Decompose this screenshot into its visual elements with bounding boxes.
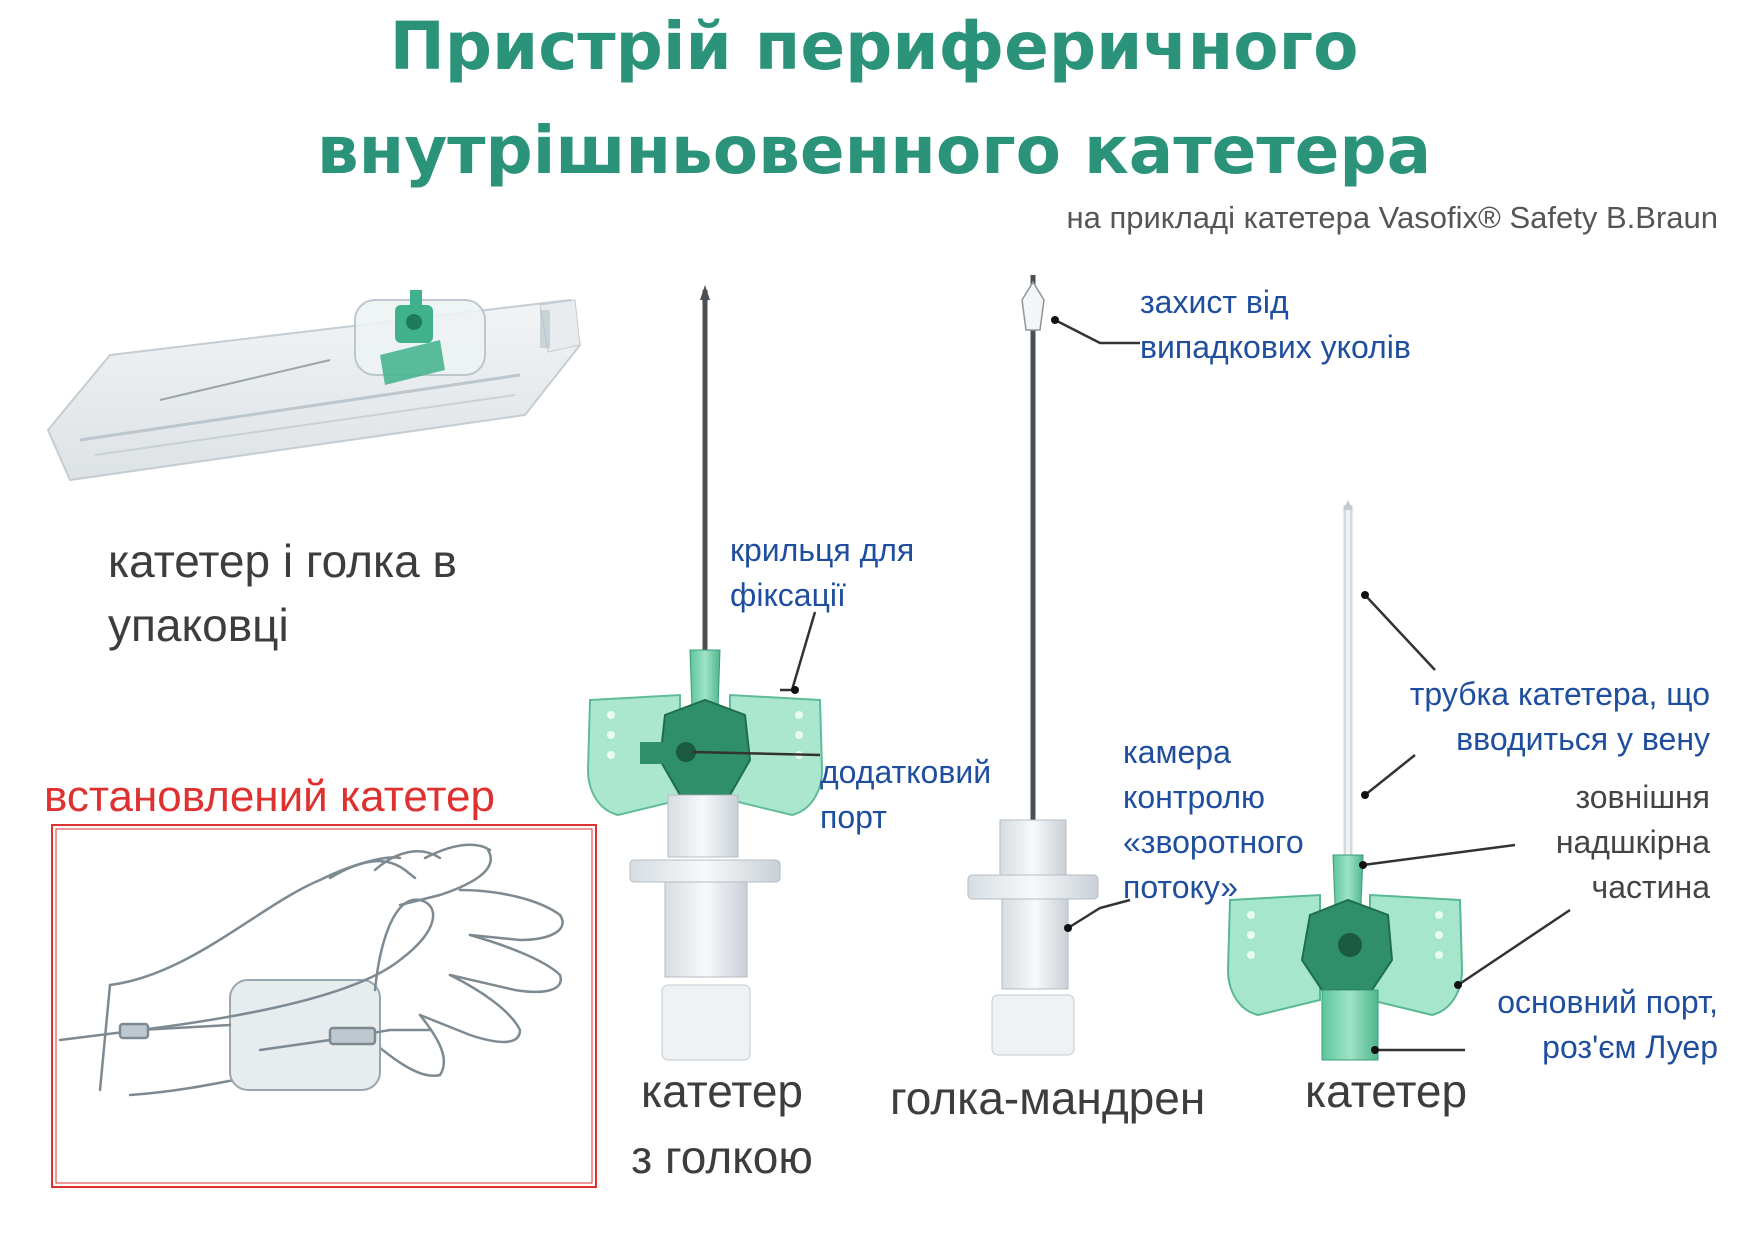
needle-guard-label: захист від випадкових уколів [1140,280,1411,370]
wings-label-line-1: крильця для [730,532,915,568]
page-subtitle: на прикладі катетера Vasofix® Safety B.B… [1066,200,1718,235]
extra-port-label-line-1: додатковий [820,754,992,790]
catheter-caption: катетер [1305,1065,1468,1117]
leader-lines [691,318,1571,1052]
installed-catheter-label: встановлений катетер [44,772,495,821]
extra-port-label-line-2: порт [820,799,887,835]
flashback-chamber-label: камера контролю «зворотного потоку» [1123,730,1304,910]
flashback-label-line-1: камера [1123,734,1231,770]
external-label-line-1: зовнішня [1575,779,1710,815]
tube-label-line-1: трубка катетера, що [1409,676,1710,712]
main-port-label-line-2: роз'єм Луер [1542,1029,1718,1065]
package-label: катетер і голка в упаковці [108,538,457,648]
page-title-line-1: Пристрій периферичного [389,8,1359,85]
catheter-with-needle-caption: катетер з голкою [612,1068,832,1180]
catheter-package-illustration [46,290,582,482]
catheter-with-needle-caption-line-1: катетер [640,1065,804,1117]
package-label-line-2: упаковці [108,599,289,651]
page-title-line-2: внутрішньовенного катетера [316,112,1432,189]
tube-label-line-2: вводиться у вену [1456,721,1710,757]
needle-guard-label-line-1: захист від [1140,284,1289,320]
catheter-with-needle-illustration [586,285,824,1061]
wings-label: крильця для фіксації [730,528,914,618]
leader-dots [791,316,1462,1054]
catheter-with-needle-caption-line-2: з голкою [631,1131,813,1183]
extra-port-label: додатковий порт [820,750,991,840]
wings-label-line-2: фіксації [730,577,846,613]
flashback-label-line-4: потоку» [1123,869,1239,905]
flashback-label-line-3: «зворотного [1123,824,1304,860]
stylet-needle-illustration [967,275,1099,1056]
external-part-label: зовнішня надшкірна частина [1556,775,1710,910]
stylet-needle-caption: голка-мандрен [890,1072,1206,1124]
package-label-line-1: катетер і голка в [108,535,457,587]
external-label-line-3: частина [1591,869,1710,905]
hand-illustration [58,843,564,1097]
main-port-label: основний порт, роз'єм Луер [1497,980,1718,1070]
catheter-illustration [1226,500,1464,1061]
installed-catheter-frame [51,824,597,1188]
catheter-tube-label: трубка катетера, що вводиться у вену [1410,672,1710,762]
flashback-label-line-2: контролю [1123,779,1266,815]
needle-guard-label-line-2: випадкових уколів [1140,329,1411,365]
external-label-line-2: надшкірна [1555,824,1710,860]
main-port-label-line-1: основний порт, [1497,984,1718,1020]
